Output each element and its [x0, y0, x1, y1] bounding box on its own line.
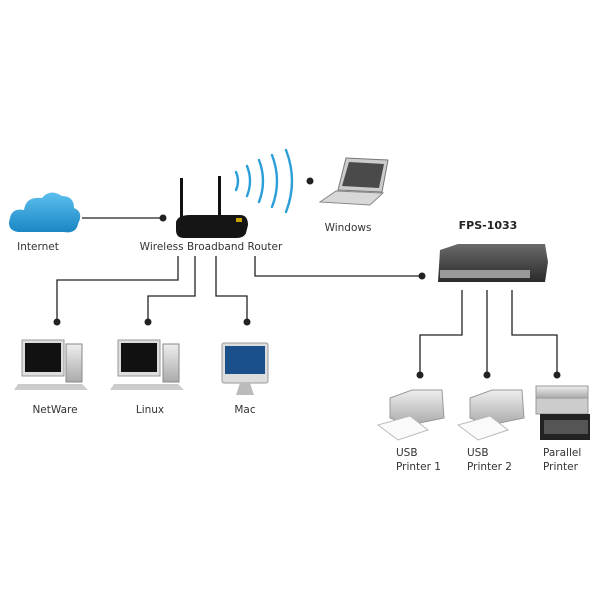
label-line: Printer [543, 461, 578, 473]
connection-dots [53, 177, 561, 379]
netware-label: NetWare [32, 404, 78, 416]
label-line: USB [396, 447, 418, 459]
print-server-icon [438, 244, 548, 282]
imac-icon [221, 342, 269, 395]
connection-lines [56, 217, 558, 375]
usb-printer-1-label: USB Printer 1 [396, 446, 441, 474]
usb-printer-2-label: USB Printer 2 [467, 446, 512, 474]
router-label: Wireless Broadband Router [139, 241, 283, 253]
cloud-icon [9, 192, 81, 233]
label-line: Printer 1 [396, 461, 441, 473]
laptop-icon [318, 157, 389, 206]
windows-label: Windows [324, 222, 372, 234]
usb-printer-icon [456, 389, 525, 441]
parallel-printer-icon [535, 385, 590, 440]
desktop-pc-icon [14, 339, 88, 390]
print-server-label: FPS-1033 [458, 219, 518, 232]
router-icon [176, 176, 248, 238]
label-line: Parallel [543, 447, 582, 459]
internet-label: Internet [17, 241, 59, 253]
label-line: Printer 2 [467, 461, 512, 473]
usb-printer-icon [376, 389, 445, 441]
wifi-signal-icon [234, 148, 294, 214]
mac-label: Mac [234, 404, 256, 416]
label-line: USB [467, 447, 489, 459]
desktop-pc-icon [110, 339, 184, 390]
linux-label: Linux [135, 404, 165, 416]
